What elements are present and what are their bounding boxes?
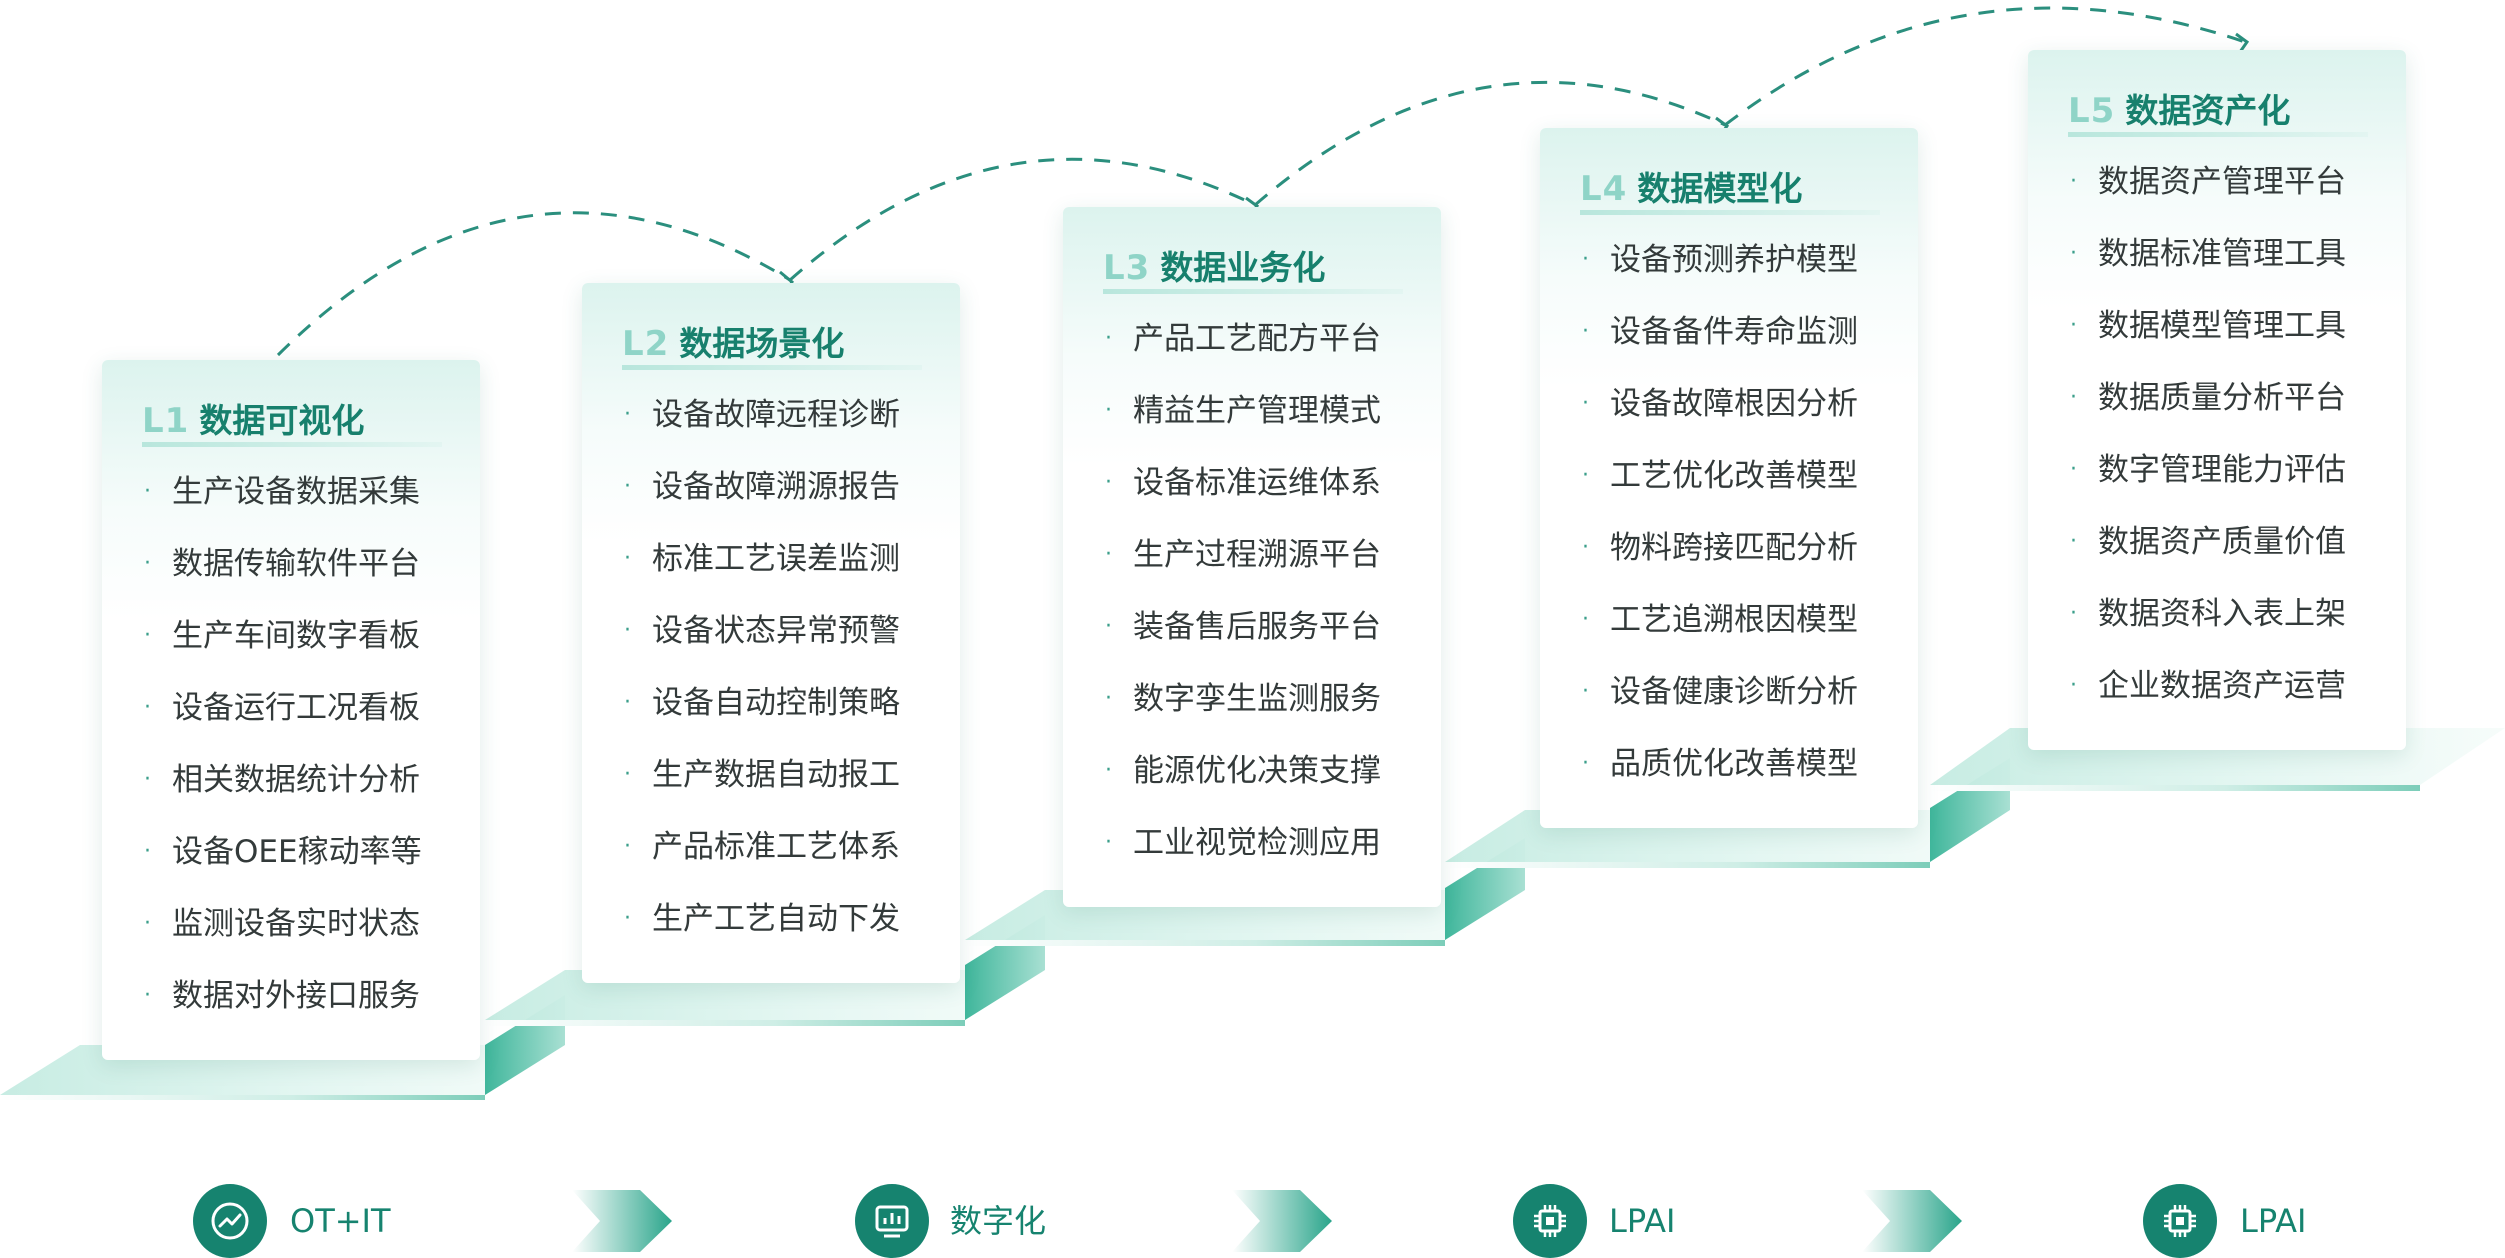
list-item: ·设备运行工况看板 [144,690,420,726]
arc-l3-l4 [1254,80,1726,207]
list-item: ·设备故障溯源报告 [624,469,900,505]
title-underline [2068,132,2368,137]
stage-title: 数据场景化 [679,324,845,363]
arc-l1-l2 [276,211,791,357]
chip-icon [2143,1184,2217,1258]
flow-arrow-2 [1232,1190,1332,1252]
list-item: ·产品标准工艺体系 [624,829,900,865]
title-underline [142,442,442,447]
flow-arrows [572,1190,1962,1252]
stage-level: L1 [142,401,190,441]
list-item: ·标准工艺误差监测 [624,541,900,577]
list-item: ·生产过程溯源平台 [1105,537,1381,573]
flow-arrow-3 [1862,1190,1962,1252]
trend-chart-icon [193,1184,267,1258]
stage-item-list: ·数据资产管理平台 ·数据标准管理工具 ·数据模型管理工具 ·数据质量分析平台 … [2070,162,2346,738]
list-item: ·产品工艺配方平台 [1105,321,1381,357]
list-item: ·数据质量分析平台 [2070,380,2346,416]
stage-title: 数据资产化 [2125,91,2291,130]
stage-title: 数据可视化 [199,401,365,440]
title-underline [1103,289,1403,294]
list-item: ·数据资产管理平台 [2070,164,2346,200]
monitor-chart-icon [855,1184,929,1258]
stage-item-list: ·产品工艺配方平台 ·精益生产管理模式 ·设备标准运维体系 ·生产过程溯源平台 … [1105,319,1381,895]
list-item: ·设备OEE稼动率等 [144,834,422,870]
list-item: ·相关数据统计分析 [144,762,420,798]
list-item: ·工艺优化改善模型 [1582,458,1858,494]
stage-item-list: ·设备故障远程诊断 ·设备故障溯源报告 ·标准工艺误差监测 ·设备状态异常预警 … [624,395,900,971]
stage-level: L5 [2068,91,2116,131]
title-underline [1580,210,1880,215]
stage-card-l3: L3 数据业务化 ·产品工艺配方平台 ·精益生产管理模式 ·设备标准运维体系 ·… [1063,207,1441,907]
list-item: ·设备故障根因分析 [1582,386,1858,422]
progress-arcs [276,6,2246,357]
flow-arrow-1 [572,1190,672,1252]
list-item: ·生产数据自动报工 [624,757,900,793]
stage-level: L2 [622,324,670,364]
list-item: ·设备预测养护模型 [1582,242,1858,278]
list-item: ·企业数据资产运营 [2070,668,2346,704]
list-item: ·品质优化改善模型 [1582,746,1858,782]
stage-card-l5: L5 数据资产化 ·数据资产管理平台 ·数据标准管理工具 ·数据模型管理工具 ·… [2028,50,2406,750]
list-item: ·数据资产质量价值 [2070,524,2346,560]
chip-icon [1513,1184,1587,1258]
list-item: ·数据标准管理工具 [2070,236,2346,272]
stage-card-l4: L4 数据模型化 ·设备预测养护模型 ·设备备件寿命监测 ·设备故障根因分析 ·… [1540,128,1918,828]
legend-label-lpai-1: LPAI [1609,1202,1676,1240]
list-item: ·工业视觉检测应用 [1105,825,1381,861]
stage-card-l2: L2 数据场景化 ·设备故障远程诊断 ·设备故障溯源报告 ·标准工艺误差监测 ·… [582,283,960,983]
list-item: ·精益生产管理模式 [1105,393,1381,429]
stage-item-list: ·生产设备数据采集 ·数据传输软件平台 ·生产车间数字看板 ·设备运行工况看板 … [144,472,422,1048]
list-item: ·生产设备数据采集 [144,474,420,510]
list-item: ·物料跨接匹配分析 [1582,530,1858,566]
stage-level: L3 [1103,248,1151,288]
stage-level: L4 [1580,169,1628,209]
stage-item-list: ·设备预测养护模型 ·设备备件寿命监测 ·设备故障根因分析 ·工艺优化改善模型 … [1582,240,1858,816]
list-item: ·数字管理能力评估 [2070,452,2346,488]
list-item: ·设备标准运维体系 [1105,465,1381,501]
list-item: ·工艺追溯根因模型 [1582,602,1858,638]
list-item: ·监测设备实时状态 [144,906,420,942]
stage-title: 数据模型化 [1637,169,1803,208]
arc-l2-l3 [789,157,1256,282]
list-item: ·数据模型管理工具 [2070,308,2346,344]
list-item: ·数据传输软件平台 [144,546,420,582]
list-item: ·生产工艺自动下发 [624,901,900,937]
stage-card-l1: L1 数据可视化 ·生产设备数据采集 ·数据传输软件平台 ·生产车间数字看板 ·… [102,360,480,1060]
list-item: ·设备自动控制策略 [624,685,900,721]
list-item: ·数字孪生监测服务 [1105,681,1381,717]
list-item: ·生产车间数字看板 [144,618,420,654]
list-item: ·装备售后服务平台 [1105,609,1381,645]
list-item: ·能源优化决策支撑 [1105,753,1381,789]
arc-arrowheads [779,32,2250,293]
legend-label-digital: 数字化 [950,1202,1047,1240]
list-item: ·设备故障远程诊断 [624,397,900,433]
list-item: ·数据资科入表上架 [2070,596,2346,632]
list-item: ·设备备件寿命监测 [1582,314,1858,350]
list-item: ·设备健康诊断分析 [1582,674,1858,710]
legend-label-lpai-2: LPAI [2240,1202,2307,1240]
list-item: ·数据对外接口服务 [144,978,420,1014]
list-item: ·设备状态异常预警 [624,613,900,649]
legend-label-ot-it: OT+IT [290,1202,391,1240]
stage-title: 数据业务化 [1160,248,1326,287]
title-underline [622,365,922,370]
